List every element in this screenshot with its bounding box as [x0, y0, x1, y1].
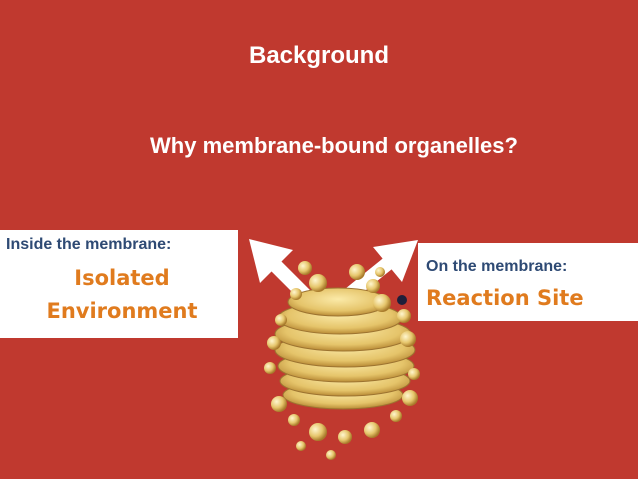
on-membrane-box: On the membrane: Reaction Site [418, 243, 638, 321]
slide-subtitle: Why membrane-bound organelles? [150, 133, 518, 158]
on-membrane-label: On the membrane: [426, 258, 568, 275]
isolated-text: Isolated [74, 266, 170, 290]
golgi-vesicles [264, 261, 420, 460]
environment-text: Environment [46, 299, 198, 323]
inside-membrane-value: Isolated Environment [0, 262, 238, 328]
reaction-site-text: Reaction Site [426, 286, 584, 310]
inside-membrane-box: Inside the membrane: Isolated Environmen… [0, 230, 238, 338]
slide-title: Background [248, 42, 389, 69]
golgi-cisternae [274, 287, 416, 410]
inside-membrane-label: Inside the membrane: [6, 236, 172, 253]
